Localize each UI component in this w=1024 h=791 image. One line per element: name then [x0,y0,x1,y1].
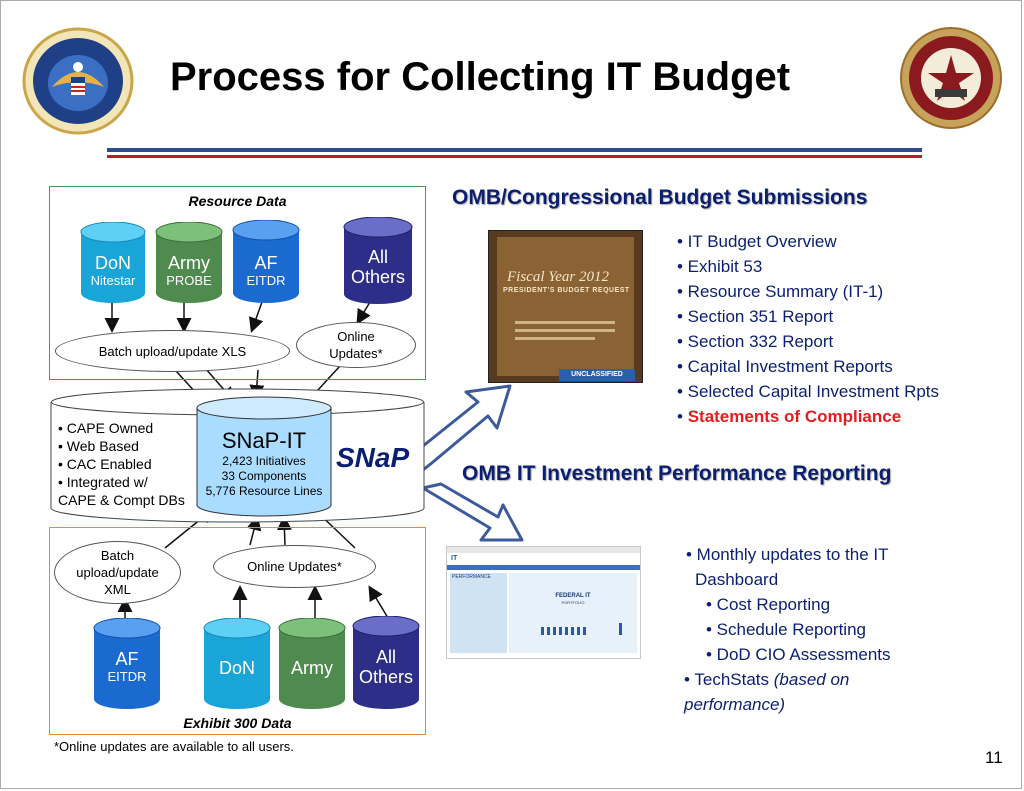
slide-title: Process for Collecting IT Budget [170,55,791,99]
cover-line: UNCLASSIFIED [559,369,635,381]
techstats-item: • TechStats (based on performance) [684,667,849,717]
batch-upload-xml-ellipse: Batch upload/update XML [54,541,181,604]
title-divider-red [107,155,922,158]
feature-item: • CAPE Owned [58,420,154,436]
snap-it-cylinder [196,396,332,517]
list-item: Dashboard [695,570,779,589]
feature-item: CAPE & Compt DBs [58,492,185,508]
budget-request-cover: Fiscal Year 2012 PRESIDENT'S BUDGET REQU… [488,230,643,383]
snap-logo: SNaP [336,442,410,473]
dashboard-chart-subtitle: PORTFOLIO [561,600,585,605]
title-divider-blue [107,148,922,152]
list-item: • Monthly updates to the IT [686,545,889,564]
dod-seal-icon [22,27,134,135]
it-dashboard-screenshot: IT PERFORMANCE FEDERAL IT PORTFOLIO [446,546,641,659]
list-item: • Resource Summary (IT-1) [677,282,884,301]
army-exhibit-cylinder [278,618,346,709]
omb-budget-list: • IT Budget Overview • Exhibit 53 • Reso… [677,229,939,429]
list-item: • Section 351 Report [677,307,834,326]
omb-performance-list: • Monthly updates to the IT Dashboard • … [686,542,891,667]
snap-it-label: SNaP-IT 2,423 Initiatives 33 Components … [196,428,332,499]
resource-data-label: Resource Data [188,193,287,209]
army-source-cylinder [155,222,223,303]
all-others-source-cylinder [343,217,413,304]
list-item: • Selected Capital Investment Rpts [677,382,940,401]
list-item: • IT Budget Overview [677,232,837,251]
snap-stat: 5,776 Resource Lines [205,484,323,498]
don-exhibit-source: DoN [218,658,255,678]
all-others-exhibit-source: All Others [358,647,414,687]
list-item: • Capital Investment Reports [677,357,893,376]
cover-line: Fiscal Year 2012 [507,269,609,285]
page-number: 11 [985,748,1003,767]
list-item: • Exhibit 53 [677,257,763,276]
af-source-cylinder [232,220,300,303]
list-item: • Cost Reporting [706,595,831,614]
statements-of-compliance: Statements of Compliance [687,407,902,426]
techstats-note-line2: performance) [684,695,786,714]
dashboard-panel-label: PERFORMANCE [452,574,491,580]
snap-it-title: SNaP-IT [221,428,307,453]
techstats-note: (based on [773,670,850,689]
list-item: • Statements of Compliance [677,407,902,426]
omb-performance-heading: OMB IT Investment Performance Reporting [462,462,892,485]
feature-item: • CAC Enabled [58,456,152,472]
feature-item: • Web Based [58,438,139,454]
list-item: • DoD CIO Assessments [706,645,891,664]
snap-stat: 2,423 Initiatives [222,454,306,468]
batch-upload-xls-ellipse: Batch upload/update XLS [55,330,290,372]
techstats-label: • TechStats [684,670,774,689]
exhibit-300-panel [49,527,426,735]
dashboard-brand: IT [451,555,458,562]
resource-data-panel [49,186,426,380]
all-others-source: All Others [350,247,406,287]
list-item: • Section 332 Report [677,332,834,351]
footnote: *Online updates are available to all use… [54,739,294,754]
feature-item: • Integrated w/ [58,474,148,490]
all-others-exhibit-cylinder [352,616,420,709]
snap-stat: 33 Components [221,469,307,483]
army-exhibit-source: Army [291,658,333,678]
don-exhibit-cylinder [203,618,271,709]
omb-budget-heading: OMB/Congressional Budget Submissions [452,186,868,209]
online-updates-ellipse-top: Online Updates* [296,322,416,368]
dod-cio-seal-icon [900,27,1002,129]
af-exhibit-cylinder [93,618,161,709]
exhibit-300-label: Exhibit 300 Data [183,715,292,731]
cover-line: PRESIDENT'S BUDGET REQUEST [503,287,630,294]
list-item: • Schedule Reporting [706,620,866,639]
snap-features: • CAPE Owned • Web Based • CAC Enabled •… [58,419,185,509]
dashboard-chart-title: FEDERAL IT [555,593,591,599]
don-source-cylinder [80,222,146,303]
online-updates-ellipse-bottom: Online Updates* [213,545,376,588]
